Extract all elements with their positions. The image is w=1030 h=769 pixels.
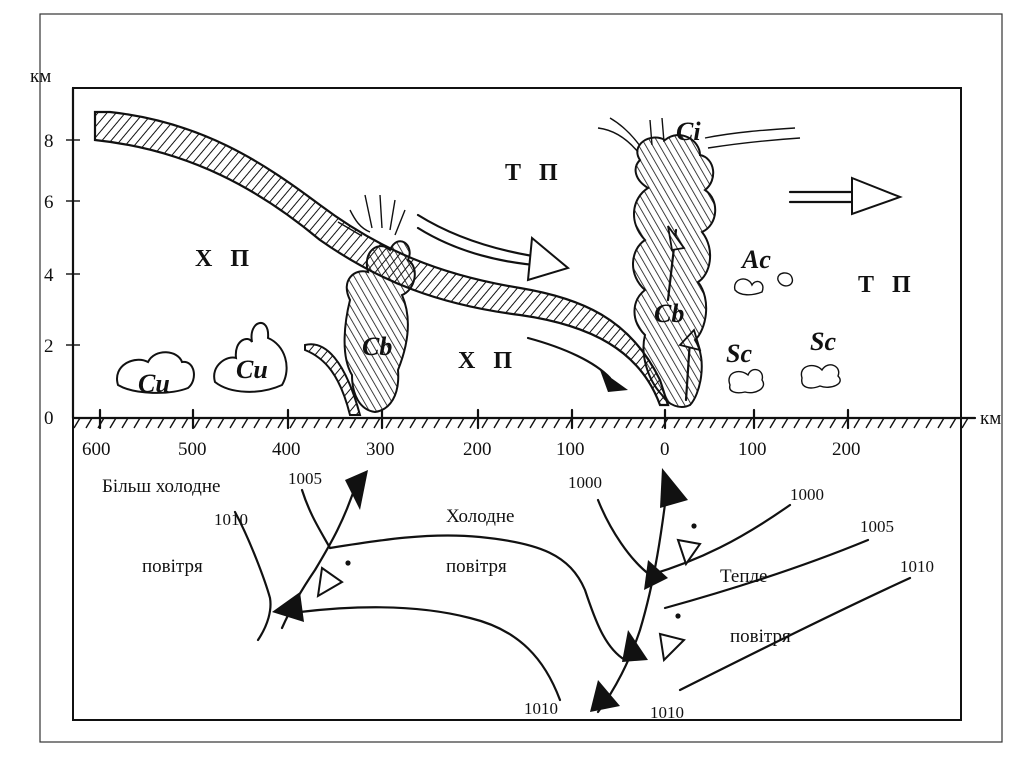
altocumulus-label: Ac xyxy=(740,245,771,274)
isobar-value-left-1005: 1005 xyxy=(288,469,322,488)
x-tick-100-right: 100 xyxy=(738,439,767,460)
stratocumulus-label-2: Sc xyxy=(810,327,836,356)
flow-arrow-upper xyxy=(416,213,571,282)
x-tick-400: 400 xyxy=(272,439,301,460)
isobar-value-left-1010: 1010 xyxy=(214,510,248,529)
x-tick-200-right: 200 xyxy=(832,439,861,460)
flow-arrow-lower xyxy=(526,336,628,392)
y-tick-0: 0 xyxy=(44,408,54,429)
cumulonimbus-label-1: Cb xyxy=(362,332,392,361)
isobar-cold-upper xyxy=(328,534,627,662)
x-tick-100: 100 xyxy=(556,439,585,460)
air-mass-warm-right: Т П xyxy=(858,272,917,298)
synoptic-map: Більш холодне повітря Холодне повітря Те… xyxy=(102,468,934,722)
y-tick-8: 8 xyxy=(44,131,54,152)
isobar-right-1005 xyxy=(663,538,870,610)
cumulus-label-1: Cu xyxy=(138,369,170,398)
cirrus-label: Ci xyxy=(676,117,701,146)
stratocumulus-cloud-1: Sc xyxy=(726,339,765,394)
y-tick-4: 4 xyxy=(44,265,54,286)
x-tick-500: 500 xyxy=(178,439,207,460)
isobar-value-right-1010: 1010 xyxy=(900,557,934,576)
cumulus-cloud-2: Cu xyxy=(213,321,288,393)
x-axis: км 600 500 400 300 200 100 0 100 200 xyxy=(71,408,1001,460)
warm-air-label-line1: Тепле xyxy=(720,566,767,587)
outer-frame xyxy=(39,13,1003,743)
isobar-left-1005 xyxy=(300,488,332,550)
air-mass-warm-top: Т П xyxy=(505,160,564,186)
flow-arrow-right xyxy=(788,176,903,216)
air-mass-cold-left: Х П xyxy=(195,246,255,272)
warm-air-label-line2: повітря xyxy=(730,626,791,647)
stratocumulus-cloud-2: Sc xyxy=(800,327,841,389)
cirrus-cloud: Ci xyxy=(597,117,801,153)
x-tick-200: 200 xyxy=(463,439,492,460)
stratocumulus-label-1: Sc xyxy=(726,339,752,368)
colder-air-label-line2: повітря xyxy=(142,556,203,577)
x-tick-0: 0 xyxy=(660,439,670,460)
cold-front-right-line xyxy=(596,478,670,714)
isobar-value-bottom-1010-a: 1010 xyxy=(524,699,558,718)
x-tick-300: 300 xyxy=(366,439,395,460)
x-tick-600: 600 xyxy=(82,439,111,460)
colder-air-label-line1: Більш холодне xyxy=(102,476,220,497)
cumulonimbus-cloud-2: Cb xyxy=(632,134,717,408)
isobar-right-1010 xyxy=(678,576,912,692)
cumulonimbus-cloud-1: Cb xyxy=(337,194,416,414)
isobar-value-mid-1000: 1000 xyxy=(568,473,602,492)
cold-air-label-line2: повітря xyxy=(446,556,507,577)
cumulus-cloud-1: Cu xyxy=(116,351,195,398)
lower-frontal-surface xyxy=(304,343,362,416)
y-axis-unit: км xyxy=(30,66,51,87)
isobar-cold-lower xyxy=(298,606,562,702)
y-tick-2: 2 xyxy=(44,336,54,357)
isobar-value-right-1005: 1005 xyxy=(860,517,894,536)
cumulonimbus-label-2: Cb xyxy=(654,299,684,328)
y-axis: км 8 6 4 2 0 xyxy=(30,66,80,429)
isobar-mid-1000 xyxy=(596,498,792,577)
cumulus-label-2: Cu xyxy=(236,355,268,384)
x-axis-unit: км xyxy=(980,408,1001,429)
isobar-value-bottom-1010-b: 1010 xyxy=(650,703,684,722)
altocumulus-cloud: Ac xyxy=(734,245,794,296)
isobar-left-1010 xyxy=(233,510,272,642)
y-tick-labels: 8 6 4 2 0 xyxy=(44,131,54,429)
isobar-value-right-1000: 1000 xyxy=(790,485,824,504)
cold-air-label-line1: Холодне xyxy=(446,506,514,527)
x-tick-labels: 600 500 400 300 200 100 0 100 200 xyxy=(82,439,861,460)
y-tick-6: 6 xyxy=(44,192,54,213)
air-mass-cold-mid: Х П xyxy=(458,348,518,374)
